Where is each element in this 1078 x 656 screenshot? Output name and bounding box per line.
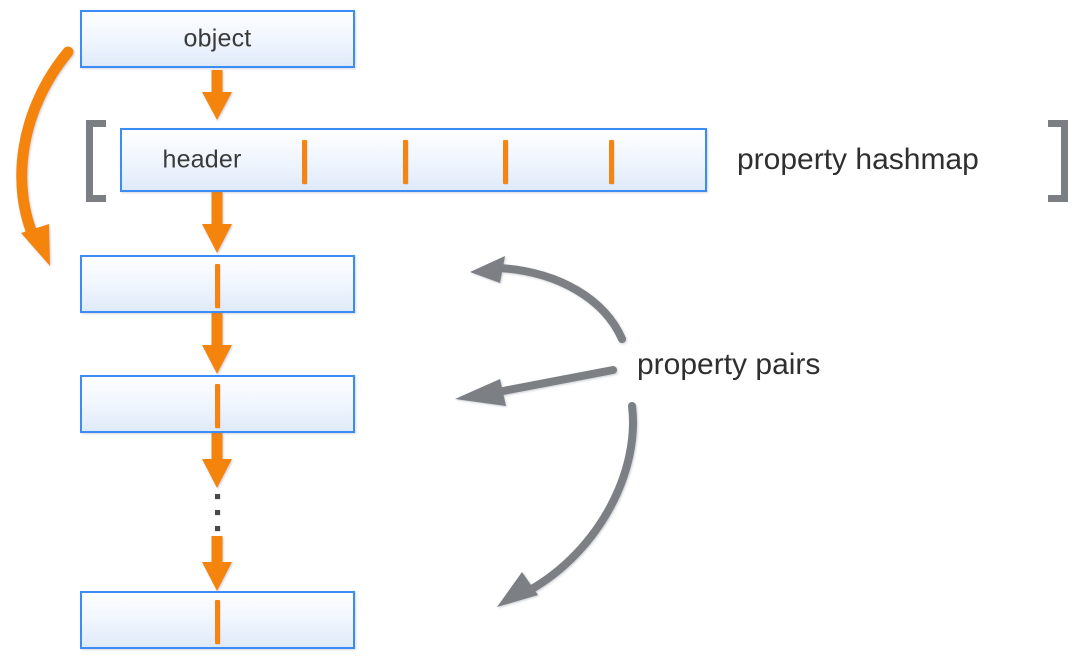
object-box-label: object <box>183 24 252 53</box>
arrow-pair2-to-ellipsis <box>202 433 232 488</box>
hashmap-slot-tick-4 <box>609 140 614 184</box>
hashmap-bracket-right <box>1048 120 1068 202</box>
property-pair-box-1[interactable] <box>80 255 355 313</box>
property-hashmap-label: property hashmap <box>737 143 979 176</box>
pair-key-value-divider <box>215 384 220 428</box>
arrow-object-to-header <box>202 70 232 120</box>
hashmap-slot-tick-3 <box>503 140 508 184</box>
ellipsis-dot <box>215 526 220 531</box>
pair-key-value-divider <box>215 264 220 308</box>
property-hashmap-bar[interactable]: header <box>120 128 707 192</box>
hashmap-bracket-left <box>86 120 106 202</box>
ellipsis-dot <box>215 494 220 499</box>
pair-key-value-divider <box>215 600 220 644</box>
arrow-object-to-pair1-curve <box>16 46 74 266</box>
ellipsis-dot <box>215 510 220 515</box>
hashmap-header-label: header <box>162 145 242 174</box>
property-pair-box-2[interactable] <box>80 375 355 433</box>
object-box[interactable]: object <box>80 10 355 68</box>
property-pair-box-last[interactable] <box>80 591 355 649</box>
arrow-header-to-pair1 <box>202 192 232 253</box>
hashmap-slot-tick-2 <box>403 140 408 184</box>
arrow-ellipsis-to-last-pair <box>202 536 232 591</box>
property-pairs-label: property pairs <box>637 348 821 381</box>
arrow-pairs-to-pair1 <box>470 256 626 343</box>
hashmap-slot-tick-1 <box>302 140 307 184</box>
arrow-pairs-to-pair2 <box>455 366 617 406</box>
arrow-pairs-to-last-pair <box>497 402 637 607</box>
arrow-pair1-to-pair2 <box>202 313 232 374</box>
